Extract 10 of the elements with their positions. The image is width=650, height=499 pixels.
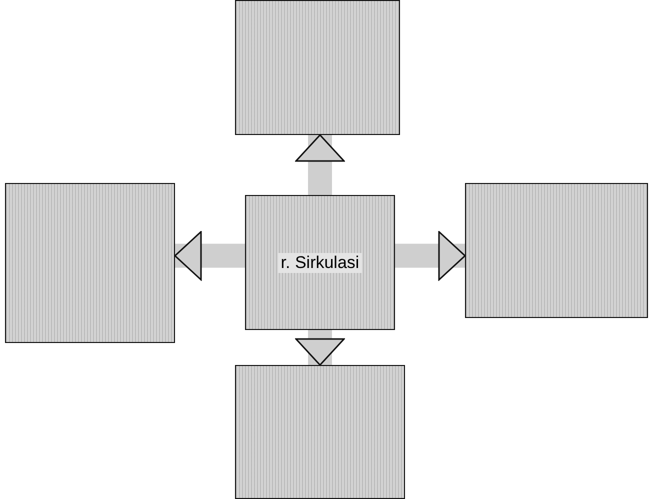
empty-box (235, 365, 405, 499)
empty-box (235, 0, 400, 135)
block-arrow (174, 231, 245, 280)
block-arrow (395, 231, 466, 280)
block-arrow (295, 330, 345, 366)
block-arrow (295, 134, 345, 195)
empty-box (465, 183, 648, 318)
empty-box (5, 183, 175, 343)
center-box (245, 195, 395, 330)
room-label: r. Sirkulasi (278, 252, 362, 272)
